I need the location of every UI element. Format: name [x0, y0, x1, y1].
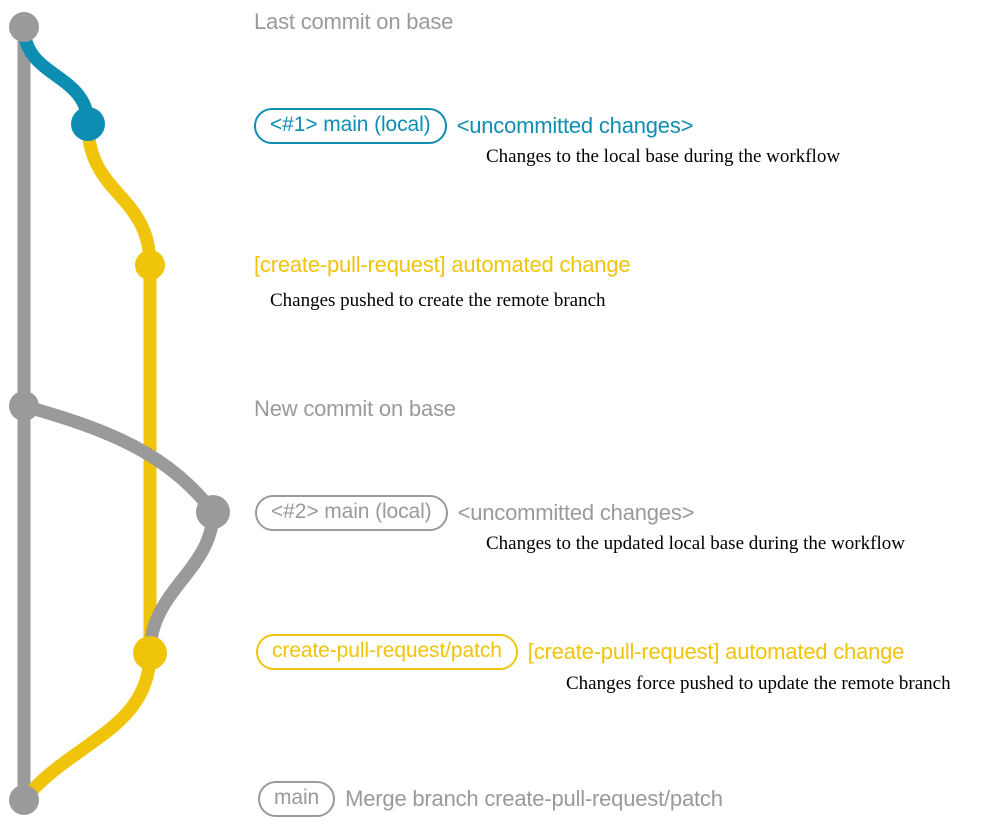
edge-base1-local1 — [17, 20, 95, 131]
commit-subject-patch-1: [create-pull-request] automated change — [254, 252, 631, 277]
commit-line-base-3: main Merge branch create-pull-request/pat… — [258, 781, 733, 817]
commit-subject-patch-2: [create-pull-request] automated change — [527, 639, 905, 664]
commit-subject-local-1: <uncommitted changes> — [456, 113, 694, 138]
edge-patch2-base3 — [17, 646, 157, 807]
branch-tag-main-local-2[interactable]: <#2> main (local) — [255, 495, 448, 531]
commit-description-local-2: Changes to the updated local base during… — [486, 533, 905, 554]
branch-tag-main[interactable]: main — [258, 781, 336, 817]
edge-local1-patch1 — [81, 117, 157, 272]
commit-subject-base-3: Merge branch create-pull-request/patch — [345, 786, 723, 811]
branch-tag-main-local-1[interactable]: <#1> main (local) — [254, 108, 447, 144]
commit-line-local-2: <#2> main (local) <uncommitted changes> — [255, 495, 704, 531]
commit-node-local-1[interactable] — [71, 107, 105, 141]
branch-tag-create-pull-request-patch[interactable]: create-pull-request/patch — [256, 634, 518, 670]
commit-line-local-1: <#1> main (local) <uncommitted changes> — [254, 108, 703, 144]
edge-local2-patch2 — [143, 505, 220, 660]
commit-node-local-2[interactable] — [196, 495, 230, 529]
edge-base2-local2 — [17, 399, 220, 519]
commit-node-base-3[interactable] — [9, 785, 39, 815]
commit-subject-local-2: <uncommitted changes> — [457, 500, 695, 525]
commit-node-patch-2[interactable] — [133, 636, 167, 670]
commit-subject-base-1: Last commit on base — [254, 9, 454, 34]
commit-node-base-1[interactable] — [9, 12, 39, 42]
commit-subject-base-2: New commit on base — [254, 396, 456, 421]
commit-node-base-2[interactable] — [9, 391, 39, 421]
commit-description-patch-1: Changes pushed to create the remote bran… — [270, 290, 606, 311]
commit-description-local-1: Changes to the local base during the wor… — [486, 146, 841, 167]
commit-line-patch-2: create-pull-request/patch [create-pull-re… — [256, 634, 914, 670]
commit-description-patch-2: Changes force pushed to update the remot… — [566, 673, 951, 694]
commit-node-patch-1[interactable] — [135, 250, 165, 280]
